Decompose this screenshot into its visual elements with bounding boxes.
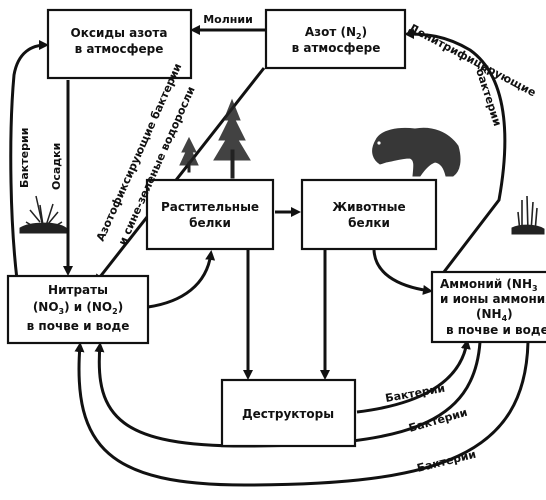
node-nitrogen: Азот (N2) в атмосфере xyxy=(264,8,407,70)
decomposers-label: Деструкторы xyxy=(242,407,334,421)
bear-icon xyxy=(372,127,461,177)
animal-proteins-line2: белки xyxy=(348,216,390,230)
plant-proteins-line2: белки xyxy=(189,216,231,230)
node-oxides: Оксиды азота в атмосфере xyxy=(46,8,193,80)
nitrates-line2: (NO3) и (NO2) xyxy=(33,300,123,316)
arrow-nitrates-to-plants xyxy=(147,250,216,309)
ammonium-line3: (NH4) xyxy=(476,307,513,323)
label-bacteria-loop-outer: Бактерии xyxy=(416,448,478,475)
ammonium-line1: Аммоний (NH3 xyxy=(440,277,538,293)
nitrates-line3: в почве и воде xyxy=(27,319,130,333)
shrub-icon xyxy=(179,136,199,173)
label-lightning: Молнии xyxy=(203,13,253,26)
arrow-fixation xyxy=(94,67,266,285)
arrow-bacteria-left xyxy=(9,40,49,303)
nitrogen-line1: Азот (N2) xyxy=(305,25,367,41)
bush-icon xyxy=(19,195,67,234)
arrow-animals-to-ammonium xyxy=(372,249,433,295)
node-plant-proteins: Растительные белки xyxy=(145,178,275,251)
oxides-line2: в атмосфере xyxy=(75,42,164,56)
label-bacteria-left: Бактерии xyxy=(18,128,31,188)
arrows xyxy=(9,25,530,487)
node-animal-proteins: Животные белки xyxy=(300,178,438,251)
label-bacteria-loop-inner: Бактерии xyxy=(407,406,469,435)
nitrogen-line2: в атмосфере xyxy=(292,41,381,55)
pine-tree-icon xyxy=(213,98,251,179)
nitrates-line1: Нитраты xyxy=(48,283,108,297)
oxides-line1: Оксиды азота xyxy=(71,26,168,40)
plant-proteins-line1: Растительные xyxy=(161,200,259,214)
label-denitrifying-1: Денитрифицирующие xyxy=(407,21,539,99)
arrow-denitrification xyxy=(404,29,507,286)
ammonium-line2: и ионы аммония xyxy=(440,292,546,306)
node-decomposers: Деструкторы xyxy=(220,378,357,448)
node-ammonium: Аммоний (NH3 и ионы аммония (NH4) в почв… xyxy=(430,270,546,344)
label-bacteria-decomposers: Бактерии xyxy=(384,382,446,405)
ammonium-line4: в почве и воде xyxy=(446,323,546,337)
animal-proteins-line1: Животные xyxy=(332,200,405,214)
stump-icon xyxy=(511,195,545,235)
label-precipitation: Осадки xyxy=(50,143,63,190)
node-nitrates: Нитраты (NO3) и (NO2) в почве и воде xyxy=(6,274,150,345)
arrow-ammonium-to-nitrates-outer xyxy=(74,341,530,487)
arrow-decomposers-to-ammonium xyxy=(356,339,471,414)
